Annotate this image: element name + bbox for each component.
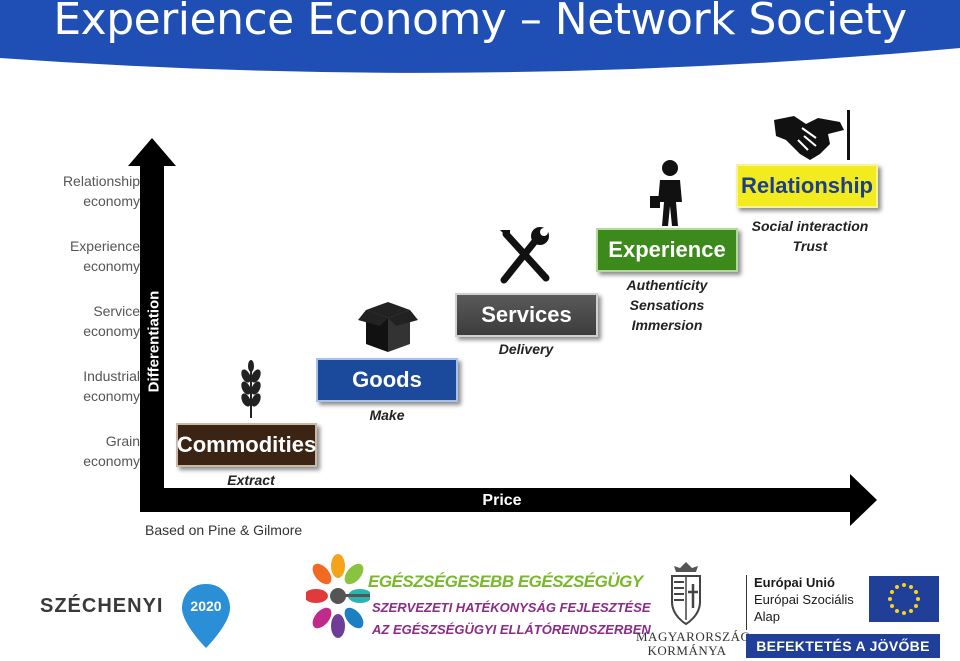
stage-services: Services xyxy=(455,293,598,337)
stage-commodities-caption: Extract xyxy=(196,470,306,490)
stage-commodities: Commodities xyxy=(176,423,317,467)
stage-services-caption: Delivery xyxy=(476,339,576,359)
level-experience-economy: Experience economy xyxy=(30,236,140,276)
level-service-economy: Service economy xyxy=(30,301,140,341)
caption-line: Authenticity xyxy=(626,277,708,293)
gov-line1: MAGYARORSZÁG xyxy=(636,629,751,644)
health-title: EGÉSZSÉGESEBB EGÉSZSÉGÜGY xyxy=(368,572,643,591)
header-background xyxy=(0,0,960,73)
szechenyi-year: 2020 xyxy=(190,598,222,614)
y-axis-arrow xyxy=(128,138,176,510)
stage-relationship-caption: Social interaction Trust xyxy=(740,216,880,256)
health-line2: AZ EGÉSZSÉGÜGYI ELLÁTÓRENDSZERBEN xyxy=(372,622,651,637)
x-axis-arrow xyxy=(140,474,877,526)
flower-logo-icon xyxy=(306,554,370,638)
eu-flag-icon xyxy=(869,576,939,622)
stage-goods-caption: Make xyxy=(337,405,437,425)
slide-title: Experience Economy – Network Society xyxy=(53,0,907,45)
caption-line: Trust xyxy=(792,238,828,254)
eu-divider xyxy=(746,575,747,630)
level-relationship-economy: Relationship economy xyxy=(30,171,140,211)
level-line1: Service xyxy=(93,303,140,319)
caption-line: Sensations xyxy=(629,297,705,313)
level-line1: Grain xyxy=(105,433,140,449)
gov-line2: KORMÁNYA xyxy=(647,643,727,658)
szechenyi-name: SZÉCHENYI xyxy=(40,595,164,617)
eu-banner: BEFEKTETÉS A JÖVŐBE xyxy=(746,634,940,658)
source-note: Based on Pine & Gilmore xyxy=(145,522,303,538)
wheat-icon xyxy=(241,360,261,418)
tools-icon xyxy=(500,227,550,284)
level-line2: economy xyxy=(83,388,140,404)
eu-union-label: Európai Unió xyxy=(754,575,835,590)
caption-line: Make xyxy=(369,407,405,423)
eu-fund-line2: Alap xyxy=(754,609,781,624)
level-industrial-economy: Industrial economy xyxy=(30,366,140,406)
handshake-icon xyxy=(774,110,850,160)
level-grain-economy: Grain economy xyxy=(30,431,140,471)
level-line1: Experience xyxy=(69,238,140,254)
level-line1: Industrial xyxy=(83,368,140,384)
stage-experience-caption: Authenticity Sensations Immersion xyxy=(607,275,727,335)
level-line2: economy xyxy=(83,258,140,274)
szechenyi-pin-icon xyxy=(182,584,230,648)
eu-stars-icon xyxy=(888,583,920,615)
health-line1: SZERVEZETI HATÉKONYSÁG FEJLESZTÉSE xyxy=(372,600,651,615)
caption-line: Social interaction xyxy=(751,218,869,234)
eu-fund-line1: Európai Szociális xyxy=(754,592,854,607)
government-label: MAGYARORSZÁG KORMÁNYA xyxy=(636,629,751,658)
box-icon xyxy=(358,302,418,352)
level-line1: Relationship xyxy=(62,173,140,189)
person-icon xyxy=(650,160,682,226)
caption-line: Delivery xyxy=(498,341,554,357)
y-axis-label: Differentiation xyxy=(145,290,163,393)
stage-goods: Goods xyxy=(316,358,458,402)
level-line2: economy xyxy=(83,323,140,339)
stage-relationship: Relationship xyxy=(736,164,878,208)
header-banner: Experience Economy – Network Society xyxy=(0,0,960,78)
caption-line: Immersion xyxy=(631,317,703,333)
x-axis-label: Price xyxy=(482,492,522,509)
level-line2: economy xyxy=(83,193,140,209)
caption-line: Extract xyxy=(227,472,275,488)
stage-experience: Experience xyxy=(596,228,738,272)
level-line2: economy xyxy=(83,453,140,469)
coat-of-arms-icon xyxy=(671,562,701,626)
